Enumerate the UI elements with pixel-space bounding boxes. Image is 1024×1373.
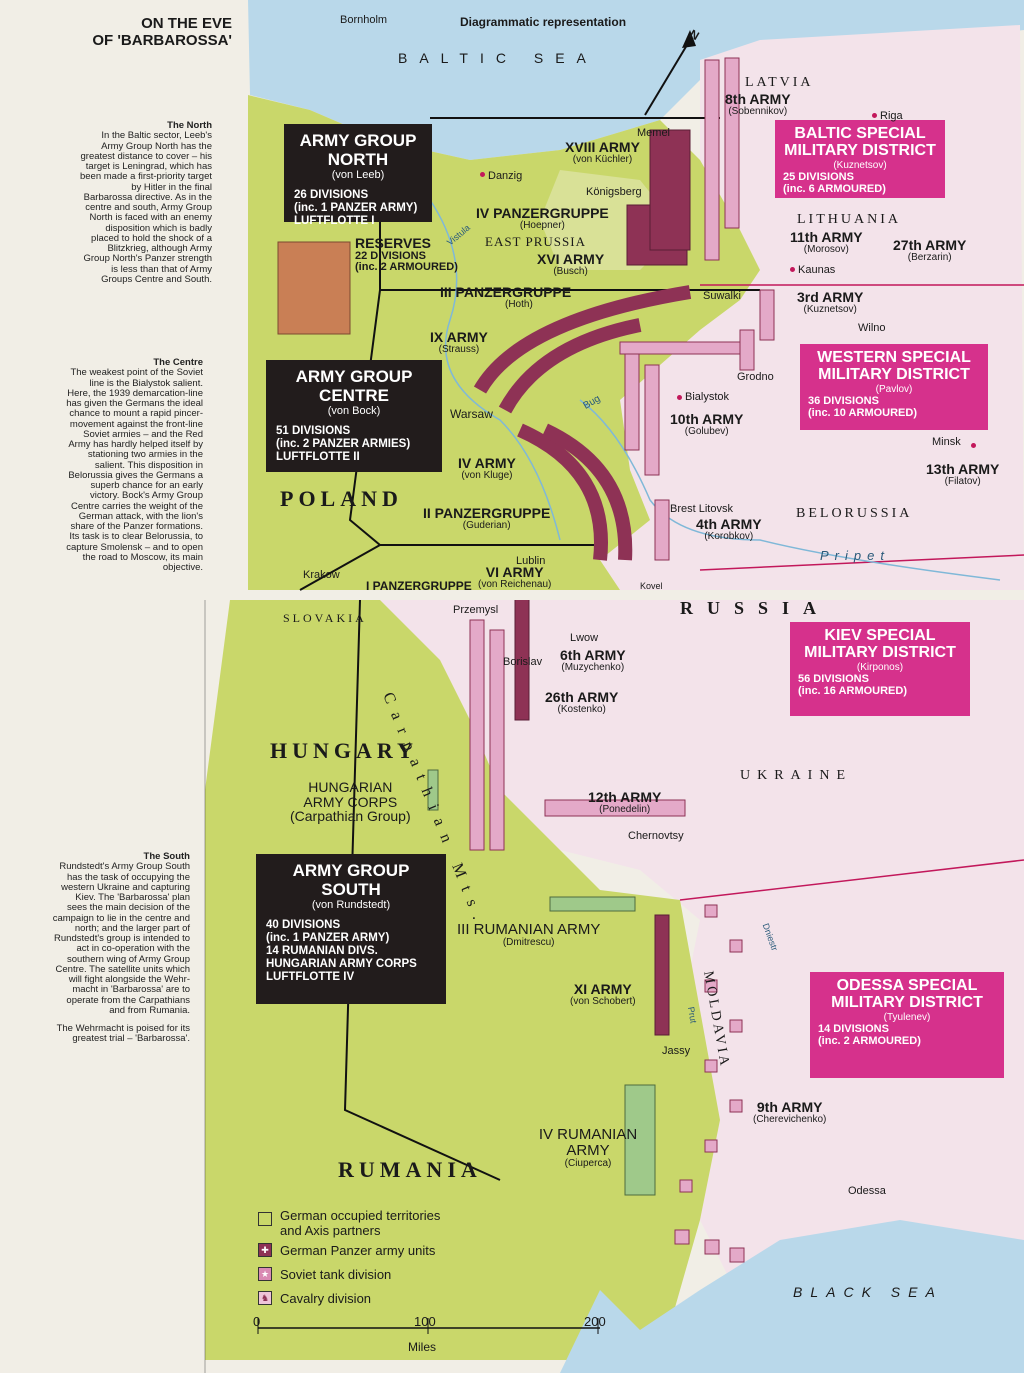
subtitle: Diagrammatic representation xyxy=(460,15,627,29)
city-wilno: Wilno xyxy=(858,322,886,334)
city-memel: Memel xyxy=(637,127,671,139)
city-lwow: Lwow xyxy=(570,632,599,644)
army-label: 8th ARMY(Sobennikov) xyxy=(725,91,791,117)
scale-unit: Miles xyxy=(408,1340,437,1354)
city-konigsberg: Königsberg xyxy=(586,186,642,198)
region-lithuania: LITHUANIA xyxy=(797,212,901,227)
legend-swatch: ✚ xyxy=(258,1243,272,1257)
city-minsk: Minsk xyxy=(932,436,961,448)
army-label: III RUMANIAN ARMY(Dmitrescu) xyxy=(457,921,601,948)
city-dot xyxy=(971,443,976,448)
city-krakow: Krakow xyxy=(303,569,340,581)
city-jassy: Jassy xyxy=(662,1045,691,1057)
country-rumania: RUMANIA xyxy=(338,1157,482,1182)
country-poland: POLAND xyxy=(280,486,403,511)
army-label: II PANZERGRUPPE(Guderian) xyxy=(423,505,551,531)
reserves-label: RESERVES 22 DIVISIONS (inc. 2 ARMOURED) xyxy=(355,235,458,274)
city-lublin: Lublin xyxy=(516,555,546,567)
bottom-map-shapes xyxy=(204,600,1024,1373)
city-warsaw: Warsaw xyxy=(450,407,493,421)
region-latvia: LATVIA xyxy=(745,75,814,90)
city-suwalki: Suwalki xyxy=(703,290,741,302)
city-grodno: Grodno xyxy=(737,371,774,383)
army-label: XI ARMY(von Schobert) xyxy=(570,981,636,1007)
army-label: III PANZERGRUPPE(Hoth) xyxy=(440,284,572,310)
sidebar-centre: The Centre The weakest point of the Sovi… xyxy=(66,357,203,573)
army-label: XVI ARMY(Busch) xyxy=(537,251,605,277)
region-east-prussia: EAST PRUSSIA xyxy=(485,234,586,249)
city-kovel: Kovel xyxy=(640,581,663,591)
region-belorussia: BELORUSSIA xyxy=(796,506,913,521)
army-label: IV ARMY(von Kluge) xyxy=(458,455,516,481)
army-label: XVIII ARMY(von Küchler) xyxy=(565,139,640,165)
city-dot xyxy=(790,267,795,272)
river-pripet: Pripet xyxy=(820,548,890,563)
city-kaunas: Kaunas xyxy=(798,264,836,276)
army-label: IX ARMY(Strauss) xyxy=(430,329,488,355)
army-label: 11th ARMY(Morosov) xyxy=(790,229,863,255)
region-slovakia: SLOVAKIA xyxy=(283,611,367,625)
army-label: 3rd ARMY(Kuznetsov) xyxy=(797,289,864,315)
army-label: 12th ARMY(Ponedelin) xyxy=(588,789,662,815)
army-label: 9th ARMY(Cherevichenko) xyxy=(753,1099,827,1125)
legend-swatch: ♞ xyxy=(258,1291,272,1305)
hungarian-corps-label: HUNGARIAN ARMY CORPS (Carpathian Group) xyxy=(290,779,411,825)
scale-tick: 100 xyxy=(414,1314,436,1329)
city-bornholm: Bornholm xyxy=(340,14,388,26)
city-dot xyxy=(480,172,485,177)
panzergruppe-i-label: I PANZERGRUPPE xyxy=(366,579,472,593)
city-odessa: Odessa xyxy=(848,1185,886,1197)
legend-swatch xyxy=(258,1212,272,1226)
army-label: 27th ARMY(Berzarin) xyxy=(893,237,967,263)
city-przemysl: Przemysl xyxy=(453,604,499,616)
region-ukraine: UKRAINE xyxy=(740,768,852,783)
scale-tick: 200 xyxy=(584,1314,606,1329)
army-label: VI ARMY(von Reichenau) xyxy=(478,564,552,590)
army-label: IV PANZERGRUPPE(Hoepner) xyxy=(476,205,609,231)
city-dot xyxy=(872,113,877,118)
legend-swatch: ★ xyxy=(258,1267,272,1281)
city-dot xyxy=(677,395,682,400)
city-brest: Brest Litovsk xyxy=(670,503,733,515)
country-hungary: HUNGARY xyxy=(270,738,418,763)
army-label: 6th ARMY(Muzychenko) xyxy=(560,647,626,673)
army-label: 4th ARMY(Korobkov) xyxy=(696,516,762,542)
army-label: 26th ARMY(Kostenko) xyxy=(545,689,619,715)
city-riga: Riga xyxy=(880,110,903,122)
scale-tick: 0 xyxy=(253,1314,261,1329)
army-label: 13th ARMY(Filatov) xyxy=(926,461,1000,487)
city-danzig: Danzig xyxy=(488,170,523,182)
city-chernovtsy: Chernovtsy xyxy=(628,830,684,842)
city-borislav: Borislav xyxy=(503,656,543,668)
army-label: 10th ARMY(Golubev) xyxy=(670,411,744,437)
sea-black: BLACK SEA xyxy=(793,1284,943,1300)
city-bialystok: Bialystok xyxy=(685,391,730,403)
army-label: IV RUMANIAN ARMY(Ciuperca) xyxy=(538,1126,638,1169)
country-russia: RUSSIA xyxy=(680,598,831,618)
sea-baltic: BALTIC SEA xyxy=(398,50,598,66)
